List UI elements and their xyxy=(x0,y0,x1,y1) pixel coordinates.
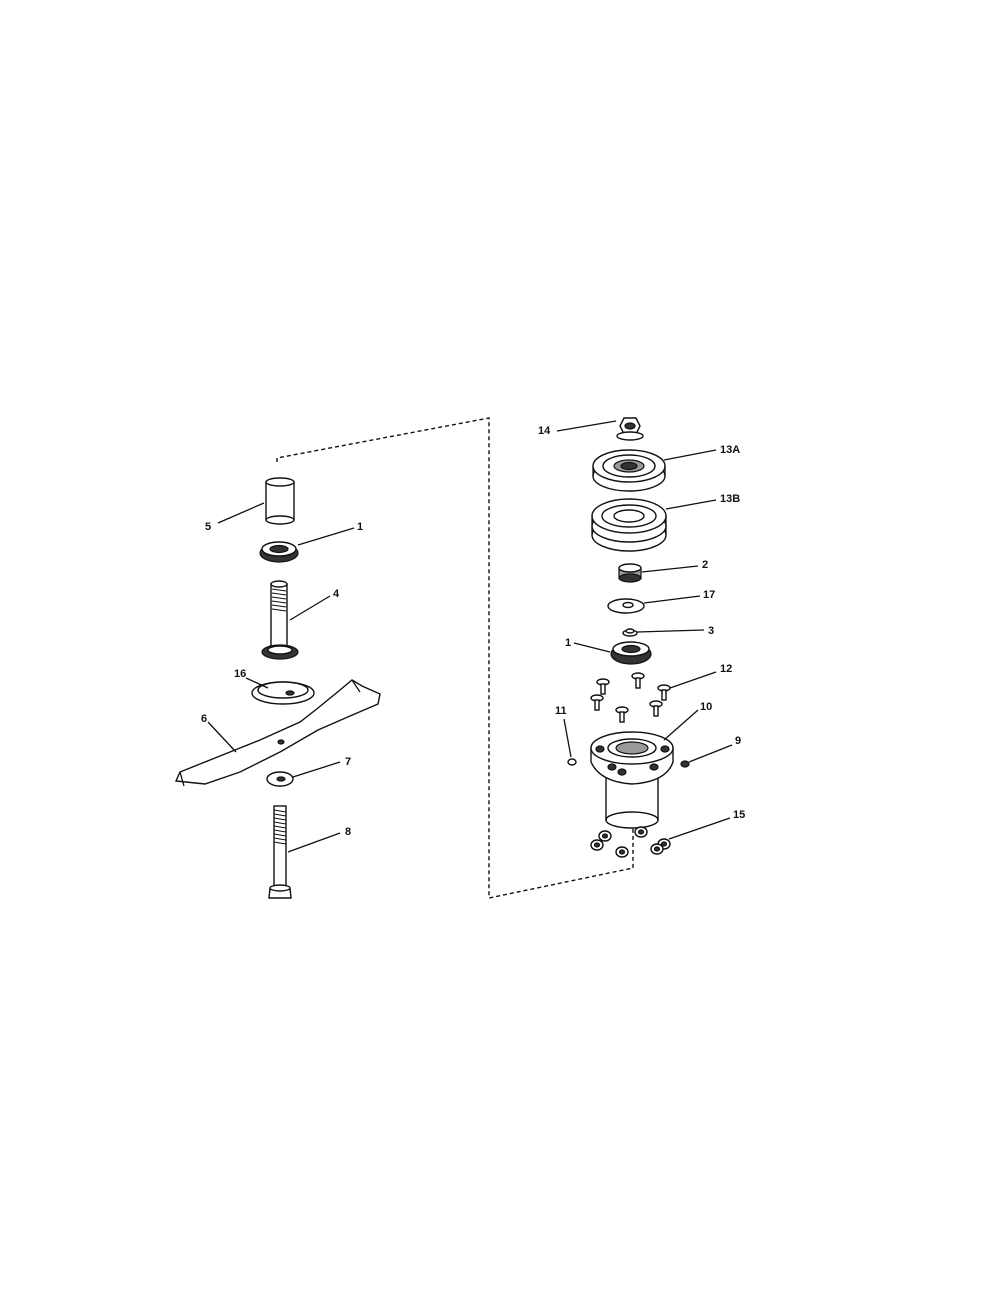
callout-label-13a: 13A xyxy=(720,444,740,456)
leader-line-1-right xyxy=(573,642,611,653)
callout-label-11: 11 xyxy=(555,705,567,717)
callout-label-1-left: 1 xyxy=(357,521,363,533)
leader-line-8 xyxy=(287,832,341,853)
callout-label-9: 9 xyxy=(735,735,741,747)
mower-blade-part xyxy=(174,679,381,787)
leader-line-1-left xyxy=(297,527,355,546)
leader-line-10 xyxy=(663,709,699,741)
leader-line-17 xyxy=(643,595,701,604)
spacer-tube-part xyxy=(265,477,295,525)
callout-label-12: 12 xyxy=(720,663,732,675)
spindle-shaft-part xyxy=(261,580,299,660)
blade-washer-part xyxy=(266,771,294,787)
callout-label-16: 16 xyxy=(234,668,246,680)
leader-line-15 xyxy=(668,817,731,840)
assembly-connector-dashed-line xyxy=(276,417,634,899)
leader-line-9 xyxy=(688,744,733,763)
callout-label-3: 3 xyxy=(708,625,714,637)
plug-part xyxy=(680,760,690,768)
callout-label-5: 5 xyxy=(205,521,211,533)
spacer-part xyxy=(618,563,642,583)
leader-line-3 xyxy=(636,629,705,633)
callout-label-17: 17 xyxy=(703,589,715,601)
callout-label-6: 6 xyxy=(201,713,207,725)
callout-label-7: 7 xyxy=(345,756,351,768)
leader-line-13a xyxy=(663,449,717,461)
leader-line-12 xyxy=(669,671,717,689)
callout-label-8: 8 xyxy=(345,826,351,838)
lower-pulley-part xyxy=(591,498,667,552)
leader-line-6 xyxy=(207,721,237,753)
hex-nuts-part xyxy=(590,826,671,858)
upper-bearing-part xyxy=(259,541,299,563)
retainer-part xyxy=(622,628,638,637)
callout-label-1-right: 1 xyxy=(565,637,571,649)
blade-adapter-cup-part xyxy=(251,681,315,705)
blade-bolt-part xyxy=(268,805,292,899)
lower-bearing-part xyxy=(610,641,652,665)
upper-pulley-part xyxy=(592,449,666,492)
leader-line-11 xyxy=(563,718,572,758)
spindle-housing-part xyxy=(590,731,674,829)
callout-label-10: 10 xyxy=(700,701,712,713)
grease-fitting-part xyxy=(567,758,577,766)
leader-line-2 xyxy=(641,565,699,573)
leader-line-4 xyxy=(289,595,331,621)
leader-line-13b xyxy=(665,499,717,510)
callout-label-15: 15 xyxy=(733,809,745,821)
callout-label-2: 2 xyxy=(702,559,708,571)
flat-washer-part xyxy=(607,598,645,614)
leader-line-14 xyxy=(556,420,617,432)
callout-label-13b: 13B xyxy=(720,493,740,505)
callout-label-4: 4 xyxy=(333,588,340,600)
callout-label-14: 14 xyxy=(538,425,551,437)
pulley-nut-part xyxy=(616,417,644,441)
housing-screws-part xyxy=(590,672,671,723)
leader-line-16 xyxy=(245,677,269,689)
leader-line-5 xyxy=(217,502,265,524)
leader-line-7 xyxy=(292,761,341,778)
